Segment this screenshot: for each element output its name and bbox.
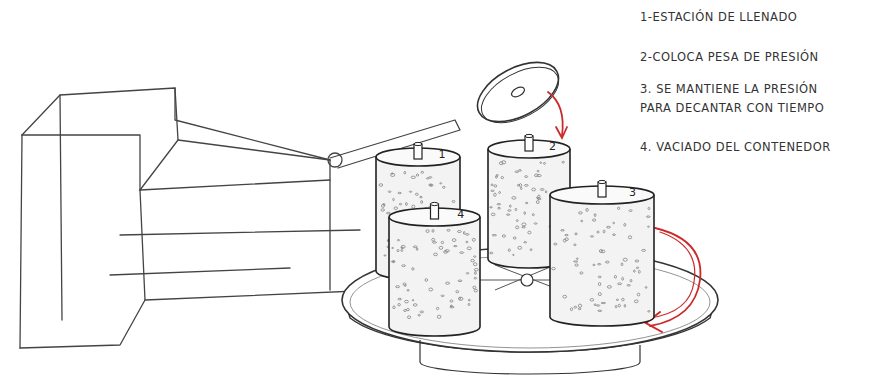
- callout-number: 4: [457, 209, 464, 220]
- step-note: 1-ESTACIÓN DE LLENADO: [640, 8, 870, 27]
- callout-number: 2: [549, 141, 556, 152]
- container-outline: [388, 208, 481, 336]
- container-outline: [549, 186, 655, 326]
- callout-number: 3: [629, 187, 636, 198]
- container-node: 4: [388, 208, 481, 336]
- motion-arrows: [548, 92, 700, 332]
- container-node: 3: [549, 186, 655, 326]
- step-note: 3. SE MANTIENE LA PRESIÓN PARA DECANTAR …: [640, 80, 840, 118]
- step-note: 4. VACIADO DEL CONTENEDOR: [640, 138, 870, 157]
- callout-number: 1: [439, 149, 446, 160]
- pressure-weight-disk: [468, 50, 568, 134]
- step-note: 2-COLOCA PESA DE PRESIÓN: [640, 48, 870, 67]
